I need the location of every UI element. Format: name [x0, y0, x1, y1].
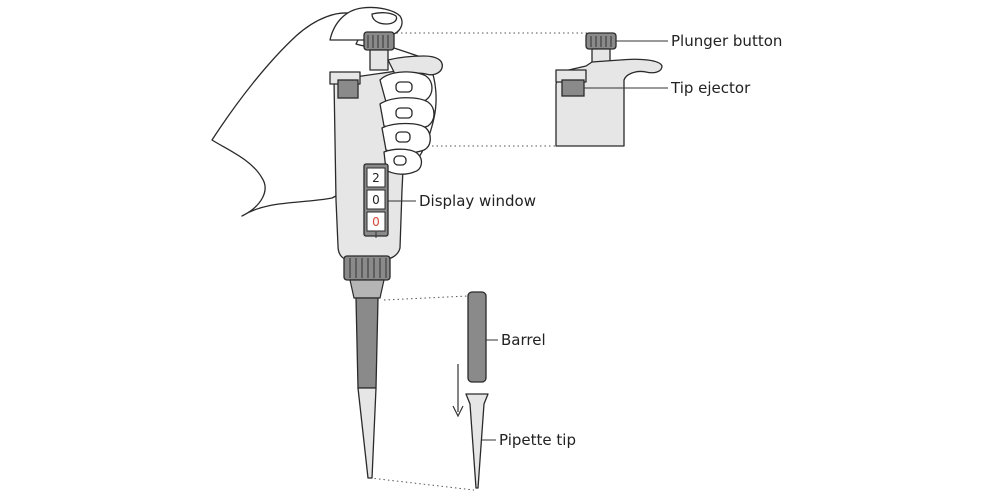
- pipette-in-hand: 2 0 0: [211, 6, 443, 479]
- display-digit-1: 2: [372, 171, 380, 185]
- nail-1: [395, 81, 413, 93]
- pipette-tip-attached: [357, 387, 377, 479]
- tip-ejector-on-body: [337, 79, 359, 99]
- barrel-detail: [467, 291, 487, 383]
- exploded-parts: [452, 291, 489, 489]
- threaded-collar: [343, 255, 391, 281]
- label-display-window: Display window: [419, 192, 536, 210]
- label-pipette-tip: Pipette tip: [499, 431, 576, 449]
- plunger-stem: [369, 49, 389, 71]
- tip-ejector-detail: [561, 79, 585, 97]
- display-window: 2 0 0: [363, 163, 389, 238]
- callouts: Plunger button Tip ejector Display windo…: [388, 32, 782, 449]
- display-digit-2: 0: [372, 193, 380, 207]
- barrel-attached: [355, 297, 379, 389]
- pipette-tip-detail: [465, 393, 489, 489]
- nail-4: [393, 155, 407, 166]
- down-arrow-head: [452, 405, 464, 418]
- label-plunger-button: Plunger button: [671, 32, 782, 50]
- display-digit-3: 0: [372, 215, 380, 229]
- label-barrel: Barrel: [501, 331, 546, 349]
- collar-neck: [349, 279, 385, 299]
- projection-lines: [369, 32, 590, 491]
- nail-3: [395, 131, 411, 143]
- detail-view: [555, 32, 663, 147]
- label-tip-ejector: Tip ejector: [670, 79, 751, 97]
- thumbnail: [371, 12, 398, 25]
- nail-2: [395, 107, 413, 119]
